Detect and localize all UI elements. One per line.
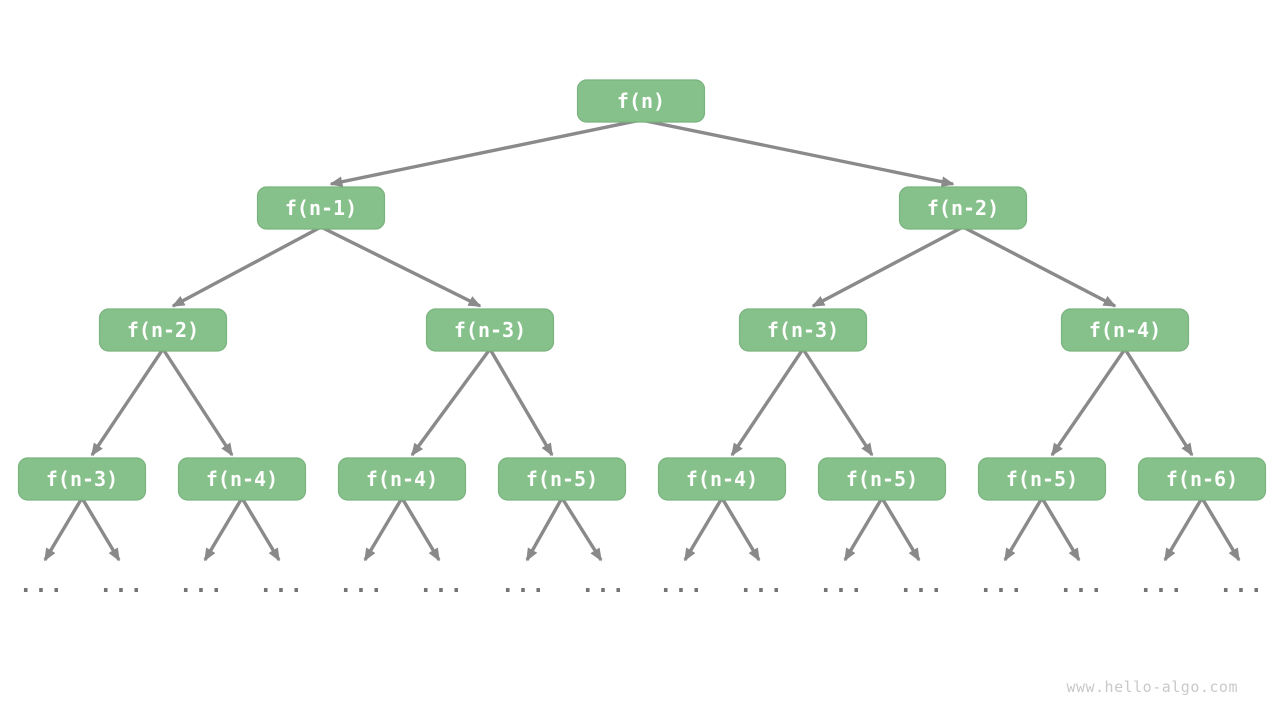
ellipsis-leaf-l1: ... <box>19 573 65 598</box>
tree-edge-root-n2 <box>640 118 955 188</box>
tree-nodes: f(n) f(n-1) f(n-2) f(n-2) f(n-3) f(n-3) f(n-4)… <box>17 79 1267 501</box>
tree-edge-n111-l1 <box>43 497 84 562</box>
tree-edge-n211-l9 <box>683 497 724 562</box>
node-box <box>576 79 706 123</box>
tree-node-n212: f(n-5) <box>817 457 947 501</box>
tree-edge-n2-n21 <box>811 225 964 308</box>
tree-edge-n221-l14 <box>1040 497 1081 562</box>
ellipsis-leaf-l10: ... <box>739 573 785 598</box>
tree-node-n211: f(n-4) <box>657 457 787 501</box>
tree-node-n111: f(n-3) <box>17 457 147 501</box>
node-box <box>817 457 947 501</box>
ellipsis-leaf-l11: ... <box>819 573 865 598</box>
tree-node-n1: f(n-1) <box>256 186 386 230</box>
tree-edge-n111-l2 <box>80 497 121 562</box>
tree-edge-n112-l4 <box>240 497 281 562</box>
tree-node-n221: f(n-5) <box>977 457 1107 501</box>
ellipsis-leaf-l2: ... <box>99 573 145 598</box>
node-box <box>738 308 868 352</box>
tree-edge-n121-l6 <box>400 497 441 562</box>
ellipsis-leaf-l12: ... <box>899 573 945 598</box>
node-label: f(n-1) <box>285 196 357 220</box>
tree-node-n121: f(n-4) <box>337 457 467 501</box>
node-label: f(n-5) <box>526 467 598 491</box>
ellipsis-leaf-l9: ... <box>659 573 705 598</box>
node-label: f(n-3) <box>767 318 839 342</box>
node-box <box>177 457 307 501</box>
tree-edge-n1-n12 <box>320 225 482 308</box>
tree-edge-n11-n112 <box>161 348 234 457</box>
node-box <box>17 457 147 501</box>
node-label: f(n-4) <box>366 467 438 491</box>
tree-edge-n22-n221 <box>1050 348 1127 457</box>
tree-edge-n2-n22 <box>962 225 1117 308</box>
tree-edge-n122-l8 <box>560 497 603 562</box>
ellipsis-leaf-l15: ... <box>1139 573 1185 598</box>
ellipsis-leaf-l7: ... <box>501 573 547 598</box>
node-box <box>1137 457 1267 501</box>
node-label: f(n-4) <box>1089 318 1161 342</box>
tree-node-n222: f(n-6) <box>1137 457 1267 501</box>
tree-edge-n211-l10 <box>720 497 761 562</box>
tree-edge-n121-l5 <box>363 497 404 562</box>
node-box <box>1060 308 1190 352</box>
tree-node-n2: f(n-2) <box>898 186 1028 230</box>
tree-edge-n112-l3 <box>203 497 244 562</box>
ellipsis-leaf-l4: ... <box>259 573 305 598</box>
tree-edge-n222-l15 <box>1163 497 1204 562</box>
ellipsis-leaf-l13: ... <box>979 573 1025 598</box>
ellipsis-leaf-l16: ... <box>1219 573 1265 598</box>
tree-edge-n11-n111 <box>90 348 165 457</box>
node-box <box>256 186 386 230</box>
tree-node-n21: f(n-3) <box>738 308 868 352</box>
tree-edges <box>43 118 1241 562</box>
node-label: f(n-4) <box>686 467 758 491</box>
tree-edge-root-n1 <box>329 118 642 188</box>
node-label: f(n-5) <box>1006 467 1078 491</box>
watermark: www.hello-algo.com <box>1066 678 1238 696</box>
node-label: f(n-2) <box>927 196 999 220</box>
node-box <box>98 308 228 352</box>
tree-edge-n12-n121 <box>410 347 492 457</box>
tree-edge-n221-l13 <box>1003 497 1044 562</box>
node-box <box>337 457 467 501</box>
node-label: f(n) <box>617 89 665 113</box>
tree-edge-n21-n211 <box>730 348 805 457</box>
tree-node-root: f(n) <box>576 79 706 123</box>
ellipsis-leaf-l5: ... <box>339 573 385 598</box>
tree-edge-n212-l12 <box>880 497 921 562</box>
node-label: f(n-4) <box>206 467 278 491</box>
node-label: f(n-2) <box>127 318 199 342</box>
node-box <box>497 457 627 501</box>
node-label: f(n-5) <box>846 467 918 491</box>
tree-edge-n222-l16 <box>1200 497 1241 562</box>
tree-edge-n1-n11 <box>171 225 322 308</box>
tree-node-n22: f(n-4) <box>1060 308 1190 352</box>
tree-edge-n122-l7 <box>525 497 564 562</box>
tree-edge-n21-n212 <box>801 348 874 457</box>
ellipsis-leaf-l14: ... <box>1059 573 1105 598</box>
node-label: f(n-6) <box>1166 467 1238 491</box>
tree-node-n11: f(n-2) <box>98 308 228 352</box>
node-box <box>898 186 1028 230</box>
node-label: f(n-3) <box>46 467 118 491</box>
tree-edge-n212-l11 <box>843 497 884 562</box>
tree-node-n112: f(n-4) <box>177 457 307 501</box>
tree-node-n122: f(n-5) <box>497 457 627 501</box>
tree-leaves: ........................................… <box>19 573 1265 598</box>
ellipsis-leaf-l3: ... <box>179 573 225 598</box>
tree-node-n12: f(n-3) <box>425 308 555 352</box>
ellipsis-leaf-l8: ... <box>581 573 627 598</box>
tree-edge-n22-n222 <box>1123 348 1194 457</box>
node-label: f(n-3) <box>454 318 526 342</box>
ellipsis-leaf-l6: ... <box>419 573 465 598</box>
node-box <box>977 457 1107 501</box>
tree-edge-n12-n122 <box>488 348 554 457</box>
node-box <box>425 308 555 352</box>
node-box <box>657 457 787 501</box>
